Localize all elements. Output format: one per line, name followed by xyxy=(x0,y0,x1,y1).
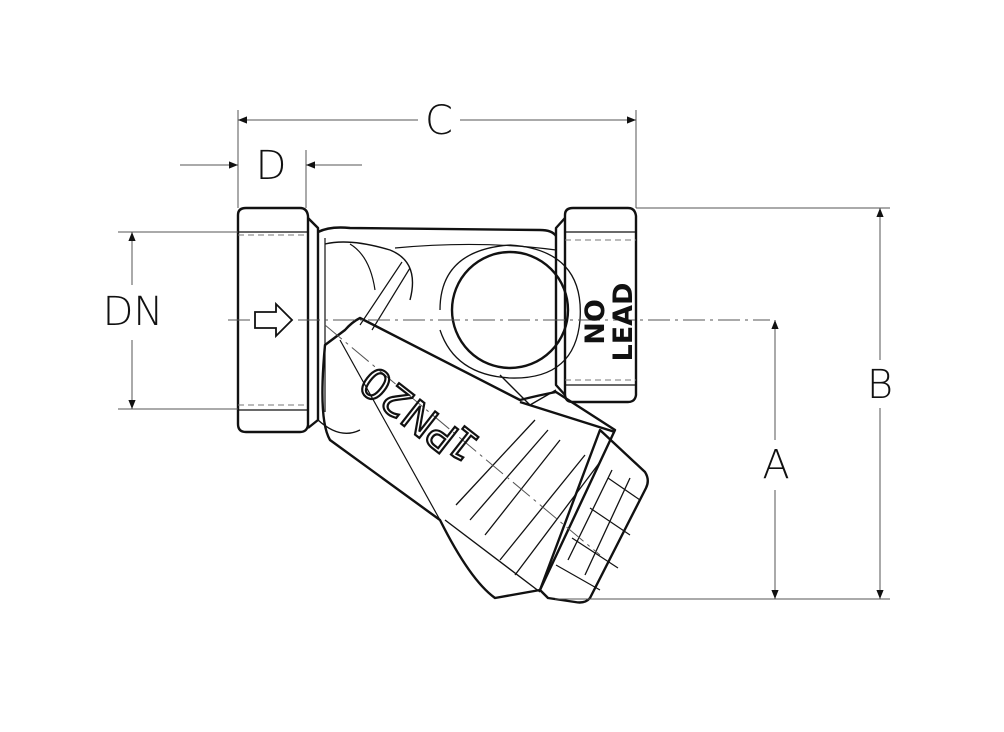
left-hex-end xyxy=(236,206,310,434)
dimension-lines xyxy=(118,110,890,600)
dim-label-d: D xyxy=(256,143,287,189)
stamp-no: NO xyxy=(580,299,611,345)
dimension-labels: C D DN B A xyxy=(103,98,893,488)
dim-label-dn: DN xyxy=(103,289,164,335)
flow-arrow-icon xyxy=(254,301,294,339)
valve-body xyxy=(236,206,649,604)
hidden-thread-lines xyxy=(238,234,636,406)
centre-lines xyxy=(228,319,770,556)
stamp-lead: LEAD xyxy=(608,283,639,362)
dim-label-b: B xyxy=(867,362,893,408)
strainer-plug xyxy=(538,428,649,604)
center-boss xyxy=(450,250,570,370)
no-lead-stamp: NO LEAD xyxy=(580,283,639,362)
dim-label-c: C xyxy=(425,98,453,144)
strainer-leg xyxy=(321,316,617,600)
dim-label-a: A xyxy=(762,442,789,488)
